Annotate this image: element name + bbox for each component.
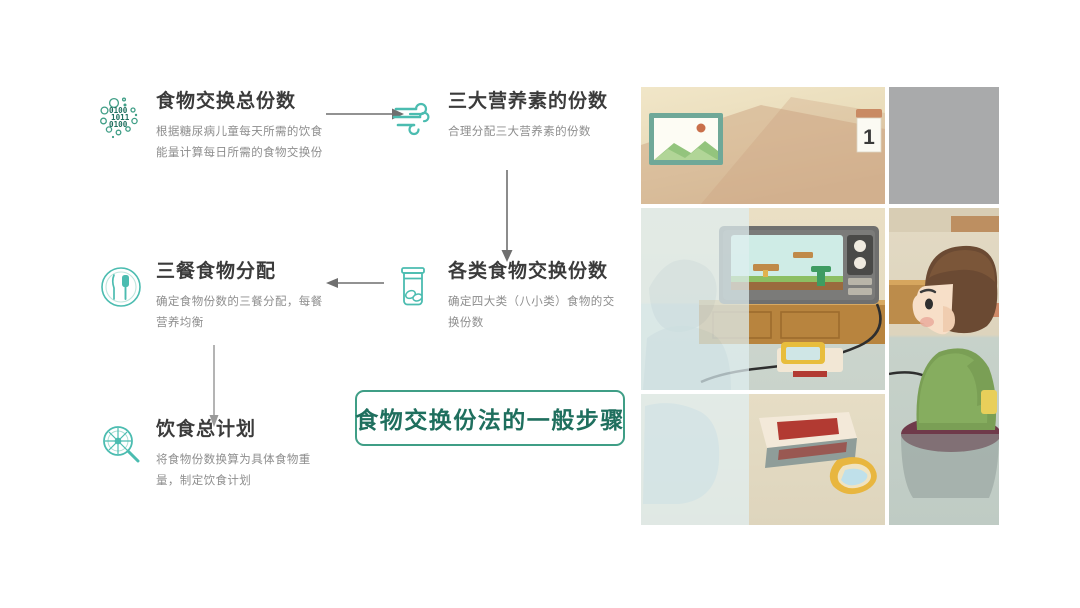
collage-tile-gray-block (889, 87, 999, 204)
step-description: 确定四大类（八小类）食物的交换份数 (448, 295, 615, 330)
callout-badge: 食物交换份法的一般步骤 (355, 390, 625, 446)
binary-molecule-icon: 0100 1011 0100 (98, 94, 144, 140)
photo-collage: 1 (641, 87, 999, 525)
step-title: 三餐食物分配 (156, 261, 277, 282)
collage-tile-console-and-cartridge (641, 394, 885, 525)
step-title: 三大营养素的份数 (448, 91, 609, 112)
step-text-block: 各类食物交换份数 确定四大类（八小类）食物的交换份数 (448, 261, 623, 334)
step-description: 合理分配三大营养素的份数 (448, 125, 591, 138)
step-three-meal-distribution: 三餐食物分配 确定食物份数的三餐分配，每餐营养均衡 (98, 261, 326, 334)
step-description: 确定食物份数的三餐分配，每餐营养均衡 (156, 295, 323, 330)
step-description: 根据糖尿病儿童每天所需的饮食能量计算每日所需的食物交换份 (156, 125, 323, 160)
arrow-step4-to-step5 (204, 345, 224, 432)
jar-icon (390, 264, 436, 310)
arrow-step3-to-step4 (326, 273, 384, 298)
step-description: 将食物份数换算为具体食物重量，制定饮食计划 (156, 453, 311, 488)
svg-text:0100: 0100 (109, 106, 128, 115)
step-title: 各类食物交换份数 (448, 261, 609, 282)
arrow-step2-to-step3 (497, 170, 517, 267)
svg-text:1011: 1011 (111, 113, 130, 122)
collage-tile-tv-game-scene (641, 208, 885, 390)
fork-knife-plate-icon (98, 264, 144, 310)
collage-tile-wall-with-picture-frame: 1 (641, 87, 885, 204)
step-food-category-exchange-portions: 各类食物交换份数 确定四大类（八小类）食物的交换份数 (390, 261, 623, 334)
step-total-exchange-portions: 0100 1011 0100 食物交换总份数 根据糖尿病儿童每天所需的饮食能量计… (98, 91, 331, 164)
callout-label: 食物交换份法的一般步骤 (355, 407, 625, 433)
collage-tile-boy-on-stool (889, 208, 999, 525)
step-text-block: 三大营养素的份数 合理分配三大营养素的份数 (448, 91, 609, 143)
wind-flow-icon (390, 94, 436, 140)
step-text-block: 食物交换总份数 根据糖尿病儿童每天所需的饮食能量计算每日所需的食物交换份 (156, 91, 331, 164)
step-text-block: 饮食总计划 将食物份数换算为具体食物重量，制定饮食计划 (156, 419, 328, 492)
magnifier-plate-icon (98, 422, 144, 468)
step-three-macronutrient-portions: 三大营养素的份数 合理分配三大营养素的份数 (390, 91, 609, 143)
step-title: 食物交换总份数 (156, 91, 297, 112)
svg-text:0100: 0100 (109, 120, 128, 129)
step-total-diet-plan: 饮食总计划 将食物份数换算为具体食物重量，制定饮食计划 (98, 419, 328, 492)
step-text-block: 三餐食物分配 确定食物份数的三餐分配，每餐营养均衡 (156, 261, 326, 334)
step-title: 饮食总计划 (156, 419, 257, 440)
svg-text:1: 1 (863, 126, 875, 149)
